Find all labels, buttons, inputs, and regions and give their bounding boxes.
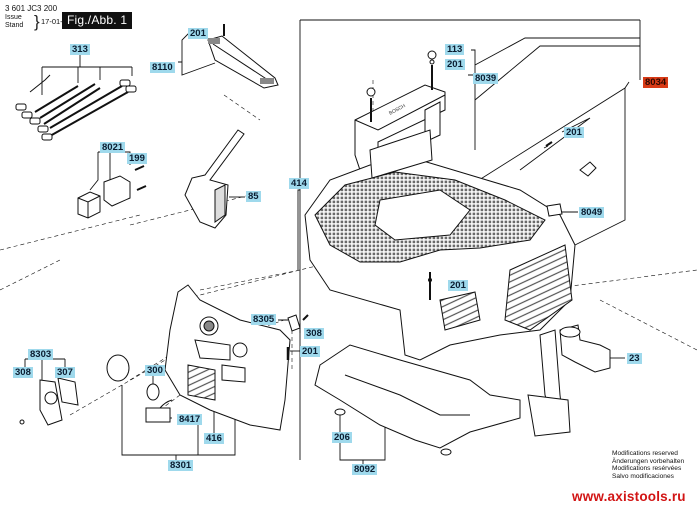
part-label-308-bracket[interactable]: 308 bbox=[304, 328, 324, 339]
cable-set-313 bbox=[15, 74, 137, 141]
hose-holder-85 bbox=[184, 129, 245, 229]
part-label-300[interactable]: 300 bbox=[145, 365, 165, 376]
part-label-201-lower[interactable]: 201 bbox=[300, 346, 320, 357]
document-number: 3 601 JC3 200 bbox=[5, 4, 58, 13]
base-plate-8092 bbox=[314, 344, 521, 456]
main-housing-414 bbox=[304, 129, 576, 361]
notice-line-es: Salvo modificaciones bbox=[612, 472, 674, 480]
issue-date: 17-01-21 bbox=[41, 17, 72, 26]
handle-8110 bbox=[207, 24, 279, 89]
part-label-201-top[interactable]: 201 bbox=[445, 59, 465, 70]
notice-line-en: Modifications reserved bbox=[612, 450, 678, 457]
figure-label: Fig./Abb. 1 bbox=[62, 12, 133, 29]
part-label-201-handle[interactable]: 201 bbox=[188, 28, 208, 39]
part-label-8039[interactable]: 8039 bbox=[473, 73, 499, 84]
brace-glyph: } bbox=[34, 12, 40, 31]
part-label-201-right[interactable]: 201 bbox=[564, 127, 584, 138]
front-panel-416 bbox=[164, 284, 291, 431]
bracket-8305 bbox=[286, 314, 309, 360]
switch-8021 bbox=[77, 165, 147, 219]
notice-line-de: Änderungen vorbehalten bbox=[612, 457, 685, 465]
issue-label-en: Issue bbox=[5, 14, 22, 21]
part-label-8049[interactable]: 8049 bbox=[579, 207, 605, 218]
issue-label: Issue Stand bbox=[5, 14, 23, 30]
modifications-notice: Modifications reserved Änderungen vorbeh… bbox=[612, 450, 684, 480]
socket-8303 bbox=[19, 377, 79, 426]
part-label-8303[interactable]: 8303 bbox=[28, 349, 54, 360]
part-label-199[interactable]: 199 bbox=[127, 153, 147, 164]
part-label-85[interactable]: 85 bbox=[246, 191, 261, 202]
cap-300 bbox=[106, 354, 173, 423]
part-label-23[interactable]: 23 bbox=[627, 353, 642, 364]
part-label-308-socket[interactable]: 308 bbox=[13, 367, 33, 378]
part-label-8021[interactable]: 8021 bbox=[100, 142, 126, 153]
part-label-8305[interactable]: 8305 bbox=[251, 314, 277, 325]
part-label-8092[interactable]: 8092 bbox=[352, 464, 378, 475]
clip-8034 bbox=[545, 141, 597, 217]
watermark-url[interactable]: www.axistools.ru bbox=[572, 489, 686, 504]
part-label-8110[interactable]: 8110 bbox=[150, 62, 175, 73]
part-label-113[interactable]: 113 bbox=[445, 44, 465, 55]
hose-clamp-23 bbox=[527, 324, 611, 437]
part-label-8034[interactable]: 8034 bbox=[643, 77, 669, 88]
part-label-8417[interactable]: 8417 bbox=[177, 414, 203, 425]
part-label-307[interactable]: 307 bbox=[55, 367, 75, 378]
notice-line-fr: Modifications resérvées bbox=[612, 465, 682, 473]
part-label-414[interactable]: 414 bbox=[289, 178, 309, 189]
part-label-201-center[interactable]: 201 bbox=[448, 280, 468, 291]
part-label-416[interactable]: 416 bbox=[204, 433, 224, 444]
issue-label-de: Stand bbox=[5, 22, 24, 29]
part-label-206[interactable]: 206 bbox=[332, 432, 352, 443]
part-label-313[interactable]: 313 bbox=[70, 44, 90, 55]
part-label-8301[interactable]: 8301 bbox=[168, 460, 194, 471]
